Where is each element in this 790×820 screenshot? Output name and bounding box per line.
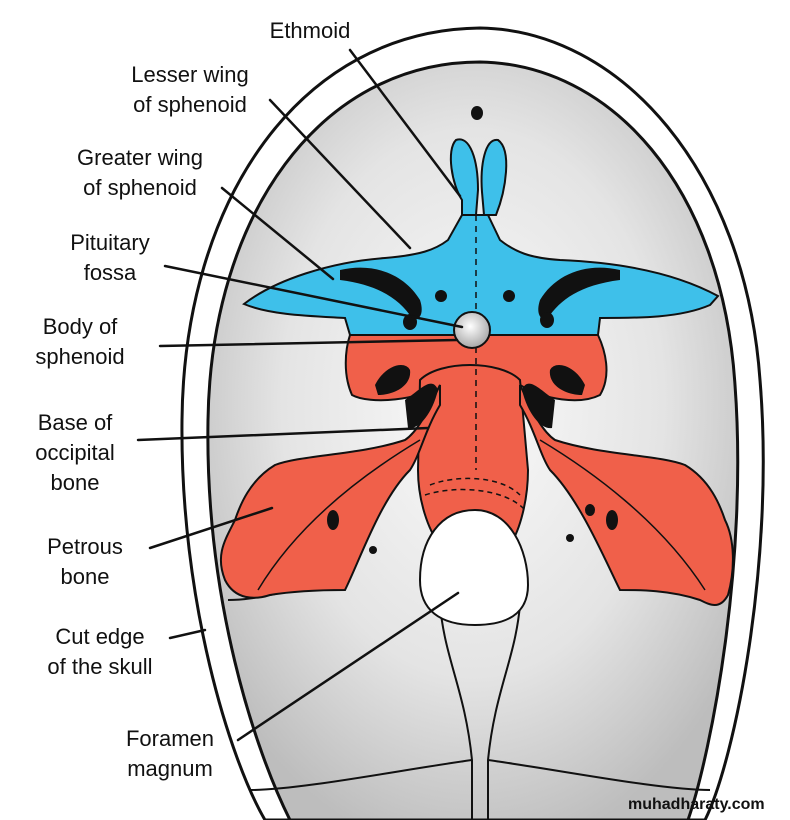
skull-base-foramina bbox=[327, 365, 618, 554]
label-petrous-bone: Petrous bone bbox=[47, 534, 123, 589]
label-foramen-magnum: Foramen magnum bbox=[125, 726, 215, 781]
petrous-left bbox=[219, 384, 441, 599]
foramen-caecum bbox=[471, 106, 483, 120]
petrous-ridge-lines bbox=[257, 439, 706, 591]
clivus-dashed-arcs bbox=[424, 477, 526, 511]
label-lesser-wing: Lesser wing of sphenoid bbox=[131, 62, 249, 117]
label-base-of-occipital: Base of occipital bone bbox=[35, 410, 115, 495]
watermark: muhadharaty.com bbox=[628, 796, 765, 813]
label-body-of-sphenoid: Body of sphenoid bbox=[35, 314, 125, 369]
ethmoid-crista bbox=[449, 138, 480, 216]
leader-lines bbox=[136, 48, 464, 742]
pituitary-fossa bbox=[453, 311, 491, 349]
superior-orbital-fissures bbox=[340, 267, 620, 330]
petrous-right bbox=[519, 384, 734, 606]
ethmoid-cribriform bbox=[480, 138, 508, 216]
label-pituitary-fossa: Pituitary fossa bbox=[70, 230, 150, 285]
label-greater-wing: Greater wing of sphenoid bbox=[77, 145, 203, 200]
label-ethmoid: Ethmoid bbox=[269, 18, 351, 43]
foramen-magnum bbox=[418, 508, 530, 627]
label-cut-edge: Cut edge of the skull bbox=[47, 624, 153, 679]
